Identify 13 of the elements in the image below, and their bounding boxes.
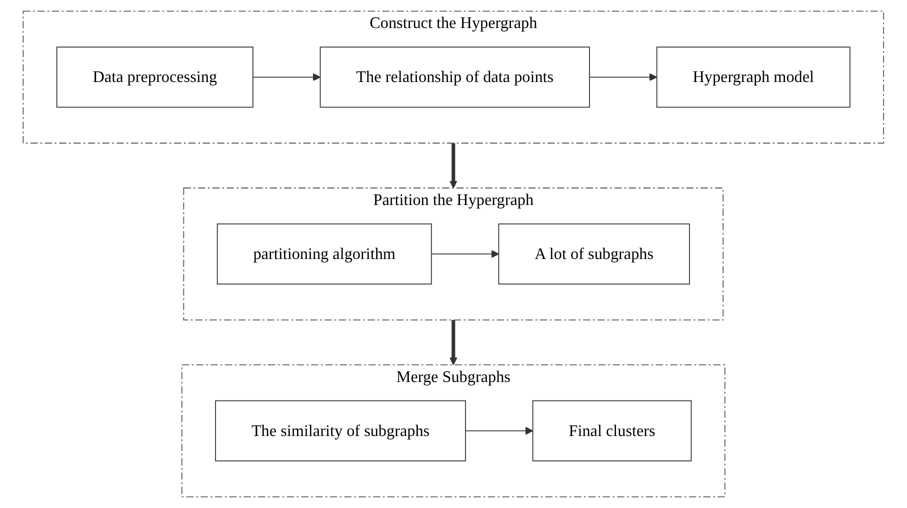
node-box: Data preprocessing (56, 46, 254, 108)
arrow (589, 73, 658, 82)
node-box: partitioning algorithm (216, 223, 432, 285)
node-box: Final clusters (532, 400, 692, 462)
node-box: The similarity of subgraphs (215, 400, 466, 462)
node-box: Hypergraph model (656, 46, 850, 108)
arrow (431, 250, 500, 258)
arrow (450, 320, 458, 366)
arrow (450, 143, 458, 188)
arrow (252, 73, 321, 82)
arrow (465, 426, 534, 435)
node-box: The relationship of data points (320, 46, 590, 108)
node-box: A lot of subgraphs (498, 223, 690, 285)
